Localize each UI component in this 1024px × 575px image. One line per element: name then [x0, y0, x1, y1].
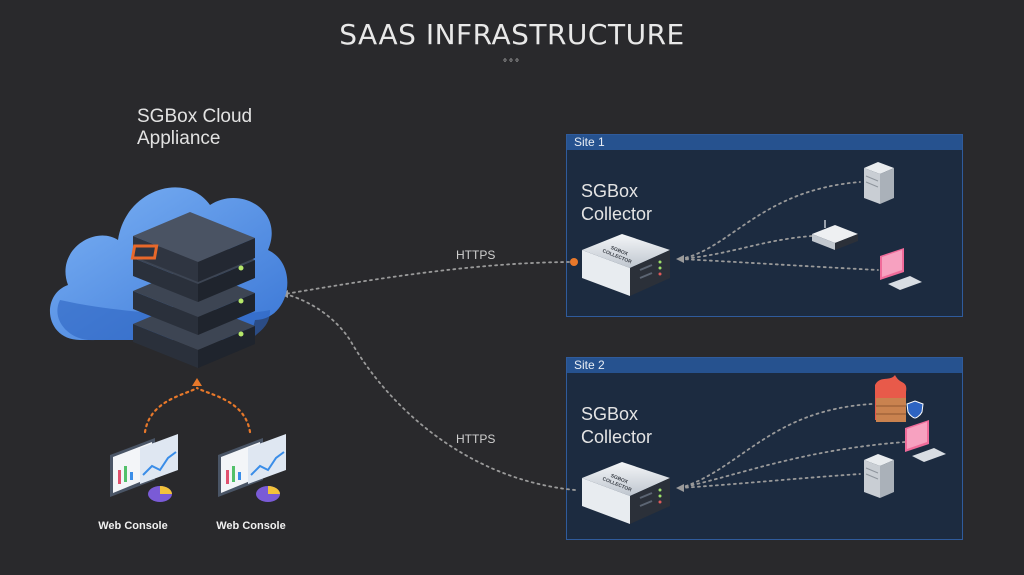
cloud-appliance-label: SGBox Cloud Appliance [137, 106, 252, 150]
page-title: SAAS INFRASTRUCTURE [339, 18, 685, 51]
site-2-collector-line1: SGBox [581, 404, 639, 424]
site-2-arrow-head [676, 484, 684, 492]
web-console-2-icon [218, 434, 286, 502]
site-1-link-router [679, 235, 813, 260]
site-1-header: Site 1 [567, 135, 962, 150]
site-1-link-dot [570, 258, 578, 266]
site-2-header: Site 2 [567, 358, 962, 373]
cloud-label-line2: Appliance [137, 128, 221, 149]
link-site-1 [284, 261, 576, 295]
site-2-link-server [679, 473, 861, 489]
cloud-server-stack [130, 212, 255, 368]
connection-lines [284, 181, 906, 491]
site-2-desktop-computer-icon [905, 420, 946, 462]
site-2-shield-icon [906, 400, 924, 419]
site-2-firewall-icon [875, 375, 924, 422]
web-console-label-1: Web Console [98, 520, 168, 532]
site-1-link-desktop [679, 258, 879, 271]
site-1-collector-line2: Collector [581, 204, 653, 224]
site-2-collector-line2: Collector [581, 427, 653, 447]
console-links [143, 386, 252, 434]
console-arrow-head [192, 378, 202, 386]
cloud-label-line1: SGBox Cloud [137, 106, 253, 127]
site-1-link-server [679, 181, 861, 260]
web-console-1-icon [110, 434, 178, 502]
site-1-collector-label: SGBox Collector [581, 180, 652, 226]
https-label-site-2: HTTPS [456, 432, 496, 446]
site-1-arrow-head [676, 255, 684, 263]
link-console-2 [195, 386, 252, 434]
site-2-collector-label: SGBox Collector [581, 403, 652, 449]
site-2-collector-device [582, 462, 670, 524]
link-site-2 [284, 293, 576, 491]
title-dots: °°° [503, 58, 521, 69]
site-1-collector-device [582, 234, 670, 296]
web-console-label-2: Web Console [216, 520, 286, 532]
sgbox-logo-icon [130, 244, 159, 260]
link-console-1 [143, 386, 199, 434]
site-1-network-router-icon [812, 220, 858, 250]
site-1-collector-line1: SGBox [581, 181, 639, 201]
site-2-server-tower-icon [864, 454, 894, 498]
site-1-server-tower-icon [864, 162, 894, 204]
site-2-link-desktop [679, 441, 906, 489]
site-1-desktop-computer-icon [880, 248, 922, 290]
https-label-site-1: HTTPS [456, 248, 496, 262]
